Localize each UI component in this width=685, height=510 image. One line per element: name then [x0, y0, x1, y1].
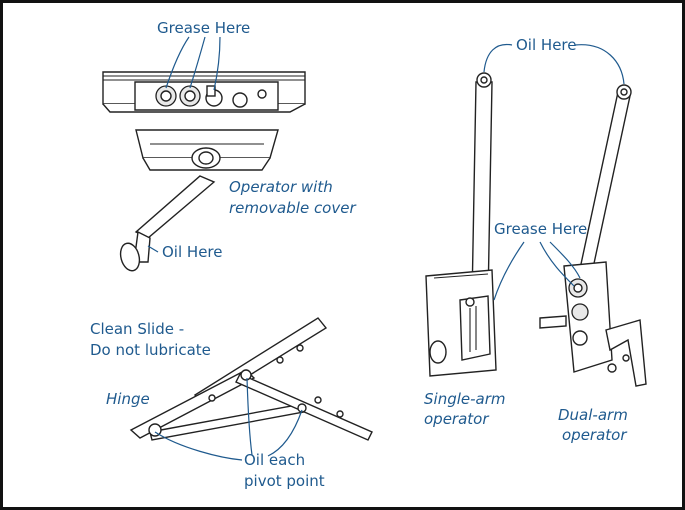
single-arm-label-line2: operator [424, 410, 489, 428]
oil-here-handle-label: Oil Here [162, 243, 222, 261]
single-arm-operator-illustration [425, 72, 497, 377]
hinge-illustration [129, 317, 373, 441]
dual-arm-label-line1: Dual-arm [558, 406, 628, 424]
oil-pivot-label-line1: Oil each [244, 451, 305, 469]
hinge-label: Hinge [106, 390, 150, 408]
operator-with-cover-illustration [102, 71, 306, 272]
oil-here-arms-label: Oil Here [516, 36, 576, 54]
grease-here-top-label: Grease Here [157, 19, 250, 37]
grease-here-right-label: Grease Here [494, 220, 587, 238]
dual-arm-operator-illustration [539, 84, 647, 387]
operator-cover-label-line1: Operator with [229, 178, 333, 196]
clean-slide-label-line1: Clean Slide - [90, 320, 184, 338]
oil-pivot-label-line2: pivot point [244, 472, 325, 490]
dual-arm-label-line2: operator [562, 426, 627, 444]
operator-cover-label-line2: removable cover [229, 199, 356, 217]
clean-slide-label-line2: Do not lubricate [90, 341, 211, 359]
single-arm-label-line1: Single-arm [424, 390, 506, 408]
